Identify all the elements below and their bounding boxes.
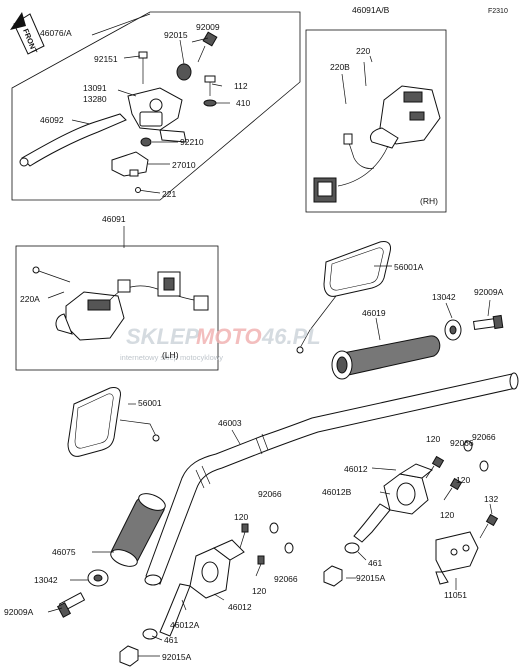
part-number-label: 92066 bbox=[258, 489, 282, 499]
part-number-label: 92015 bbox=[164, 30, 188, 40]
screw-221 bbox=[135, 187, 153, 193]
nut-461-upper bbox=[344, 542, 360, 554]
part-number-label: 46012B bbox=[322, 487, 352, 497]
part-number-label: 92009A bbox=[474, 287, 504, 297]
part-number-label: 120 bbox=[252, 586, 266, 596]
bolt-left bbox=[56, 592, 86, 618]
bolt-112 bbox=[204, 75, 216, 96]
part-number-label: 92066 bbox=[472, 432, 496, 442]
svg-text:MOTO: MOTO bbox=[196, 324, 262, 349]
part-number-label: 92009 bbox=[196, 22, 220, 32]
part-number-label: 120 bbox=[234, 512, 248, 522]
left-grip bbox=[110, 493, 166, 567]
washer-upper-1 bbox=[463, 440, 473, 452]
weight-left bbox=[87, 569, 109, 587]
mirror-left bbox=[67, 387, 160, 457]
clutch-lever bbox=[19, 113, 127, 167]
part-number-label: 46075 bbox=[52, 547, 76, 557]
part-number-label: 46003 bbox=[218, 418, 242, 428]
washer-lower-2 bbox=[284, 542, 294, 554]
part-number-label: 92015A bbox=[162, 652, 192, 662]
part-number-label: 46012 bbox=[228, 602, 252, 612]
weight-right bbox=[444, 319, 462, 341]
side-label-lh: (LH) bbox=[162, 350, 179, 360]
bolts-upper-clamp bbox=[425, 455, 463, 501]
lh-switch-wiring bbox=[109, 271, 209, 311]
svg-text:internetowy sklep motocyklowy: internetowy sklep motocyklowy bbox=[120, 353, 223, 362]
part-number-label: 13280 bbox=[83, 94, 107, 104]
screw-220a bbox=[32, 266, 71, 283]
part-number-label: 92066 bbox=[274, 574, 298, 584]
part-number-label: 112 bbox=[234, 81, 248, 91]
screw-132 bbox=[479, 513, 499, 539]
side-label-rh: (RH) bbox=[420, 196, 438, 206]
part-number-label: 46012A bbox=[170, 620, 200, 630]
part-number-label: 46012 bbox=[344, 464, 368, 474]
washer-upper-2 bbox=[479, 460, 489, 472]
part-number-label: 46076/A bbox=[40, 28, 72, 38]
part-number-label: 132 bbox=[484, 494, 498, 504]
watermark: SKLEP MOTO 46.PL internetowy sklep motoc… bbox=[120, 324, 321, 362]
part-number-label: 461 bbox=[164, 635, 178, 645]
part-number-label: 120 bbox=[456, 475, 470, 485]
svg-text:46.PL: 46.PL bbox=[261, 324, 321, 349]
part-number-label: 120 bbox=[440, 510, 454, 520]
diagram-code: F2310 bbox=[488, 8, 508, 15]
part-number-label: 221 bbox=[162, 189, 176, 199]
nut-92015a-upper bbox=[323, 565, 343, 587]
part-number-label: 56001 bbox=[138, 398, 162, 408]
svg-text:SKLEP: SKLEP bbox=[126, 324, 200, 349]
bolt-right bbox=[472, 314, 504, 331]
rh-switch-wiring bbox=[313, 133, 389, 203]
part-number-label: 46092 bbox=[40, 115, 64, 125]
part-number-label: 220A bbox=[20, 294, 40, 304]
washer-lower-1 bbox=[269, 522, 279, 534]
handlebar bbox=[144, 372, 519, 586]
part-number-label: 92009A bbox=[4, 607, 34, 617]
lever-assembly-box bbox=[11, 11, 301, 201]
mirror-right bbox=[296, 241, 391, 354]
cable-bracket bbox=[435, 531, 479, 585]
bolts-lower-clamp bbox=[239, 523, 265, 577]
part-number-label: 46019 bbox=[362, 308, 386, 318]
part-number-label: 92151 bbox=[94, 54, 118, 64]
lower-clamp bbox=[159, 539, 245, 637]
part-number-label: 410 bbox=[236, 98, 250, 108]
part-number-label: 46091 bbox=[102, 214, 126, 224]
bolt-92151 bbox=[138, 51, 148, 84]
part-number-label: 220 bbox=[356, 46, 370, 56]
rh-switch-box bbox=[305, 29, 447, 213]
part-number-label: 92015A bbox=[356, 573, 386, 583]
part-number-label: 46091A/B bbox=[352, 5, 390, 15]
throttle-grip bbox=[331, 335, 441, 380]
rh-switch-housing bbox=[369, 85, 441, 149]
part-number-label: 220B bbox=[330, 62, 350, 72]
front-arrow-icon: FRONT bbox=[10, 12, 45, 55]
part-number-label: 120 bbox=[426, 434, 440, 444]
part-number-label: 92066 bbox=[450, 438, 474, 448]
part-number-label: 13042 bbox=[34, 575, 58, 585]
upper-clamp bbox=[353, 463, 433, 543]
part-number-label: 11051 bbox=[444, 590, 467, 600]
screw-92009 bbox=[197, 31, 218, 63]
switch-27010 bbox=[111, 151, 149, 177]
part-number-label: 13091 bbox=[83, 83, 107, 93]
nut-92015 bbox=[176, 63, 192, 81]
lh-switch-housing bbox=[55, 291, 125, 341]
part-number-label: 461 bbox=[368, 558, 382, 568]
washer-410 bbox=[203, 99, 217, 107]
part-number-label: 92210 bbox=[180, 137, 204, 147]
nut-92015a-lower bbox=[119, 645, 139, 667]
lever-bracket bbox=[127, 87, 187, 143]
lh-switch-box bbox=[15, 245, 219, 371]
part-number-label: 56001A bbox=[394, 262, 424, 272]
nut-92210 bbox=[140, 137, 152, 147]
part-number-label: 13042 bbox=[432, 292, 456, 302]
part-number-label: 27010 bbox=[172, 160, 196, 170]
